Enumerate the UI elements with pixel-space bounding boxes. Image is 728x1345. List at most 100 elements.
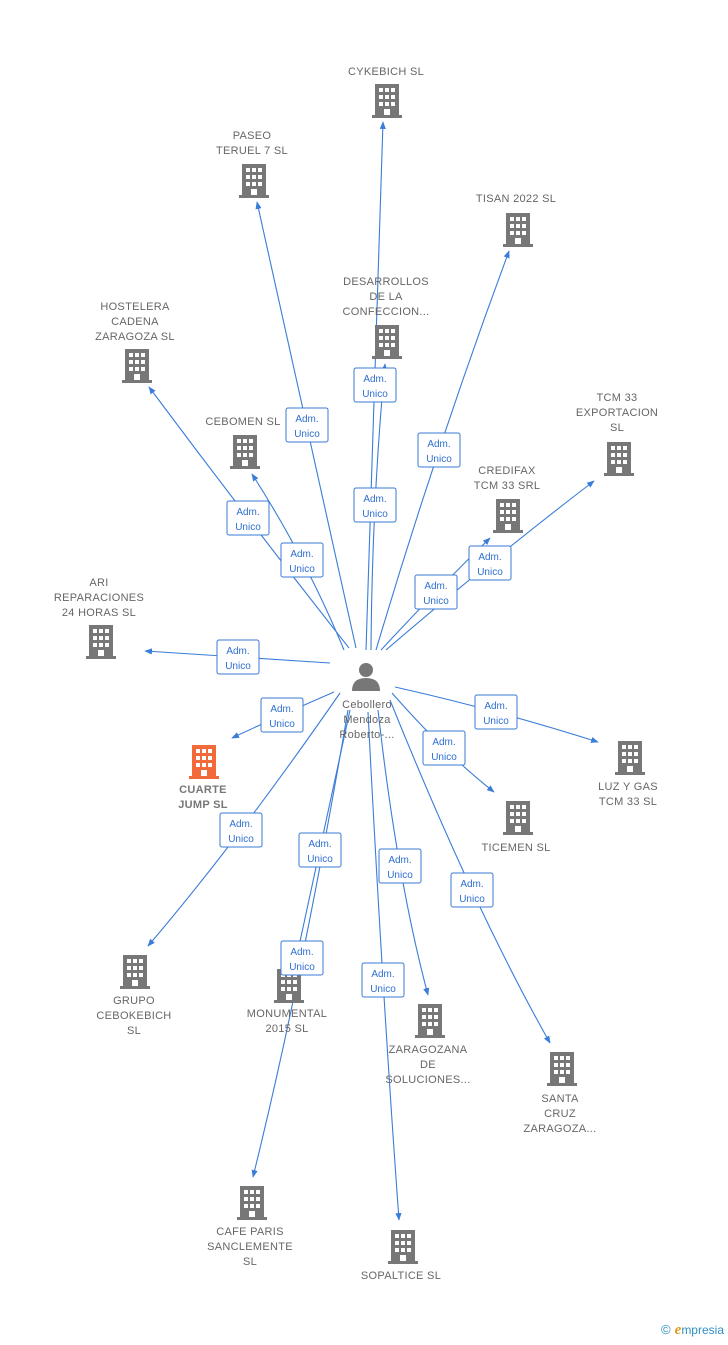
company-label-paseo-line-0: PASEO [233,130,272,142]
company-label-tcm33exp-line-0: TCM 33 [597,392,638,404]
nodes-layer: CYKEBICH SL PASEO TERUEL 7 SL TISAN 2022 SL… [54,66,658,1282]
relation-badge-tisan[interactable]: Adm.Unico [417,432,461,468]
relation-badge-santacruz[interactable]: Adm.Unico [450,872,494,908]
building-icon [230,435,260,469]
building-icon [615,741,645,775]
relation-box [226,500,270,536]
company-node-zaragozana[interactable]: ZARAGOZANADESOLUCIONES... [385,1004,470,1086]
relation-badge-ticemen[interactable]: Adm. Unico [422,730,466,766]
relation-badge-hostelera[interactable]: Adm. Unico [226,500,270,536]
relation-text-line-1: Unico [431,752,457,763]
company-label-luzygas-line-1: TCM 33 SL [599,796,657,808]
company-node-monumental[interactable]: MONUMENTAL 2015 SL [247,969,327,1035]
relation-box [468,545,512,581]
relation-badge-desarrollos[interactable]: Adm. Unico [353,487,397,523]
building-icon [120,955,150,989]
relation-text-line-1: Unico [294,429,320,440]
company-label-cykebich-line-0: CYKEBICH SL [348,66,424,78]
relation-text-line-1: Unico [225,661,251,672]
company-label-sopaltice-line-0: SOPALTICE SL [361,1270,441,1282]
relation-text-line-1: Unico [307,854,333,865]
relation-text-line-0: Adm. [432,737,455,748]
relation-badge-grupo[interactable]: Adm.Unico [219,812,263,848]
relation-text-line-1: Unico [362,389,388,400]
company-node-tisan[interactable]: TISAN 2022 SL [476,193,556,247]
relation-box [298,832,342,868]
company-label-zaragozana-line-0: ZARAGOZANA [389,1044,468,1056]
relation-badge-ari[interactable]: Adm. Unico [216,639,260,675]
company-label-tcm33exp-line-1: EXPORTACION [576,407,658,419]
relation-text-line-0: Adm. [295,414,318,425]
relation-box [285,407,329,443]
relation-box [280,940,324,976]
brand-name: mpresia [681,1323,724,1337]
relation-text-line-0: Adm. [424,581,447,592]
building-icon [372,84,402,118]
relation-badge-cafeparis[interactable]: Adm.Unico [280,940,324,976]
relation-text-line-1: Unico [362,509,388,520]
relation-text-line-0: Adm. [236,507,259,518]
company-label-paseo-line-1: TERUEL 7 SL [216,145,288,157]
relation-text-line-1: Unico [370,984,396,995]
relation-box [361,962,405,998]
relation-badge-monumental[interactable]: Adm.Unico [298,832,342,868]
relation-badge-tcm33exp[interactable]: Adm.Unico [468,545,512,581]
company-node-santacruz[interactable]: SANTACRUZZARAGOZA... [524,1052,597,1135]
relation-badge-cebomen[interactable]: Adm.Unico [280,542,324,578]
company-node-sopaltice[interactable]: SOPALTICE SL [361,1230,441,1282]
relation-box [378,848,422,884]
company-label-tisan-line-0: TISAN 2022 SL [476,193,556,205]
company-label-zaragozana-line-2: SOLUCIONES... [385,1074,470,1086]
relation-badge-cykebich[interactable]: Adm. Unico [353,367,397,403]
company-node-cykebich[interactable]: CYKEBICH SL [348,66,424,118]
company-label-cebomen-line-0: CEBOMEN SL [205,416,280,428]
company-label-monumental-line-0: MONUMENTAL [247,1008,327,1020]
relation-badge-luzygas[interactable]: Adm. Unico [474,694,518,730]
relation-text-line-0: Adm. [484,701,507,712]
company-label-ari-line-2: 24 HORAS SL [62,607,136,619]
relation-badge-cuarte[interactable]: Adm.Unico [260,697,304,733]
relation-text-line-0: Adm. [290,549,313,560]
relation-text-line-0: Adm. [270,704,293,715]
company-node-paseo[interactable]: PASEO TERUEL 7 SL [216,130,288,198]
relations-layer: Adm.UnicoAdm.UnicoAdm.UnicoAdm.UnicoAdm.… [216,367,518,998]
relation-text-line-0: Adm. [363,374,386,385]
company-label-monumental-line-1: 2015 SL [265,1023,308,1035]
building-icon [415,1004,445,1038]
company-node-luzygas[interactable]: LUZ Y GAS TCM 33 SL [598,741,658,808]
relation-box [414,574,458,610]
building-icon [237,1186,267,1220]
relation-text-line-0: Adm. [290,947,313,958]
company-label-cuarte-line-1: JUMP SL [178,799,228,811]
building-icon [503,213,533,247]
company-node-cebomen[interactable]: CEBOMEN SL [205,416,280,469]
relation-badge-credifax[interactable]: Adm.Unico [414,574,458,610]
relation-badge-sopaltice[interactable]: Adm.Unico [361,962,405,998]
center-person-node[interactable]: CebolleroMendozaRoberto-... [339,663,394,741]
relation-text-line-0: Adm. [478,552,501,563]
relation-text-line-1: Unico [483,716,509,727]
relation-box [450,872,494,908]
relation-badge-paseo[interactable]: Adm. Unico [285,407,329,443]
company-label-santacruz-line-1: CRUZ [544,1108,576,1120]
relation-text-line-1: Unico [235,522,261,533]
relation-text-line-0: Adm. [226,646,249,657]
building-icon [86,625,116,659]
relation-text-line-0: Adm. [363,494,386,505]
relation-box [353,367,397,403]
company-label-ari-line-1: REPARACIONES [54,592,144,604]
building-icon [122,349,152,383]
company-node-ticemen[interactable]: TICEMEN SL [481,801,550,854]
company-label-santacruz-line-0: SANTA [541,1093,579,1105]
company-label-luzygas-line-0: LUZ Y GAS [598,781,658,793]
relation-badge-zaragozana[interactable]: Adm.Unico [378,848,422,884]
